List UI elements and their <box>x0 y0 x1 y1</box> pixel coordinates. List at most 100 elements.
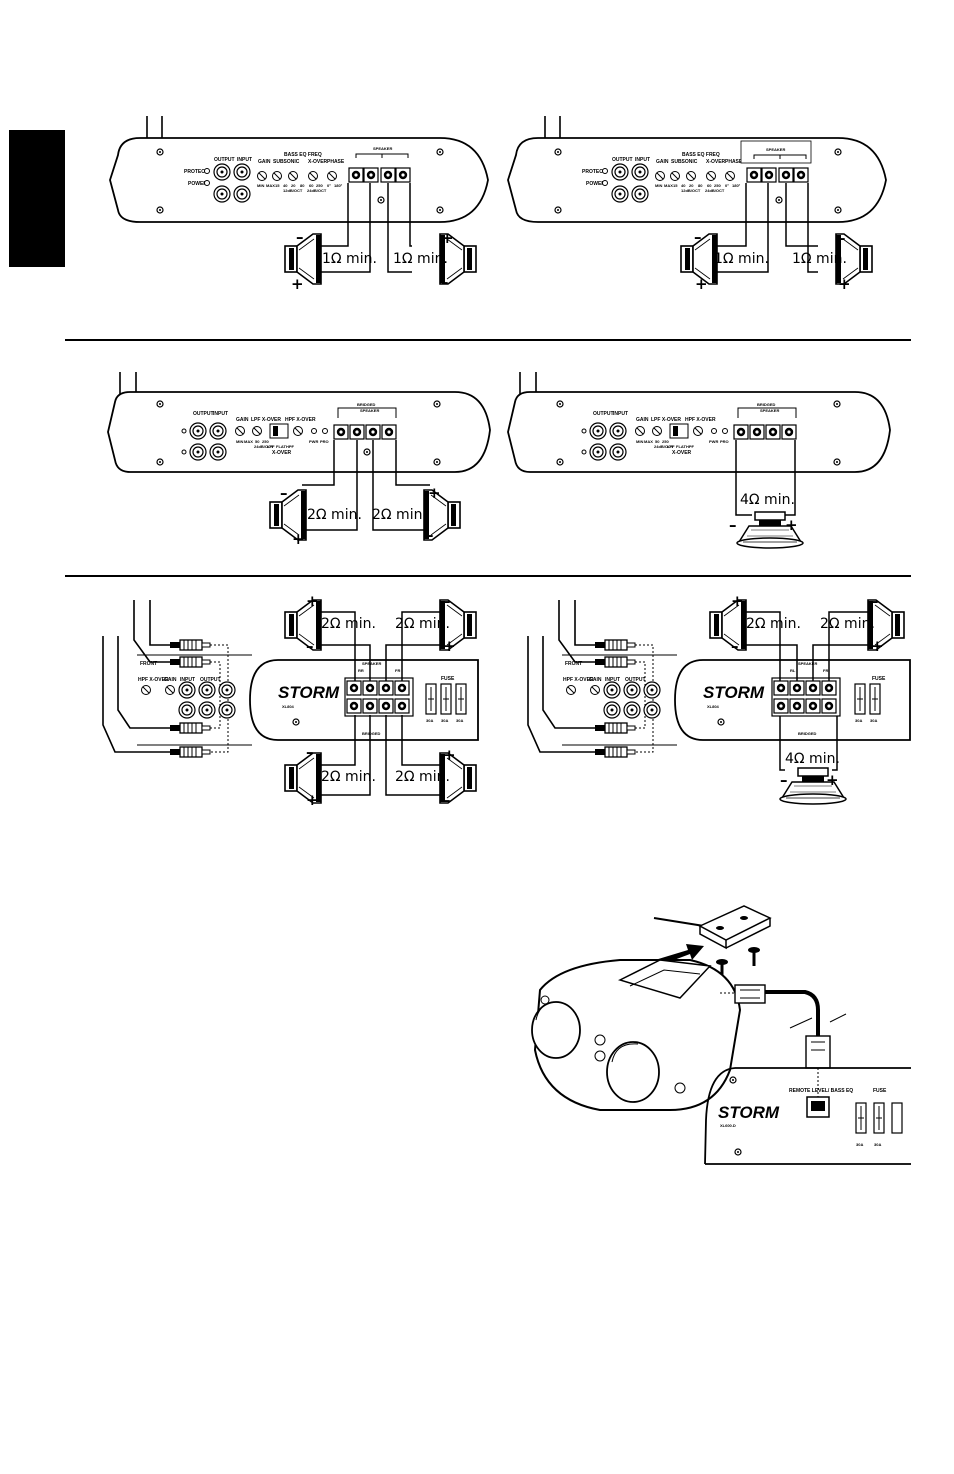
bass-eq-freq-label: BASS EQ FREQ <box>682 152 720 158</box>
tick-250: 250 <box>262 439 269 444</box>
svg-text:+: + <box>838 275 851 293</box>
tick-250: 250 <box>662 439 669 444</box>
screw-icon <box>748 947 760 966</box>
impedance-label: 4Ω min. <box>740 492 795 508</box>
xover-knob-icon <box>308 171 318 181</box>
rca-jack-icon <box>213 185 231 203</box>
slope2-label: 24dB/OCT <box>705 188 725 193</box>
gain-label: GAIN <box>164 677 177 683</box>
tick-min: MIN <box>636 439 643 444</box>
bridged-label: BRIDGED <box>362 731 381 736</box>
front-label: FRONT <box>140 661 157 667</box>
svg-text:+: + <box>441 229 454 247</box>
fuse-label: FUSE <box>873 1088 887 1094</box>
model-label: XL600.D <box>720 1123 736 1128</box>
tick-60: 60 <box>309 183 314 188</box>
tick-max: MAX <box>266 183 275 188</box>
fuse-rating: 30A <box>856 1142 863 1147</box>
svg-text:+: + <box>292 530 305 548</box>
tick-max: MAX <box>664 183 673 188</box>
slope-label: 24dB/OCT <box>254 444 274 449</box>
tick-60: 60 <box>707 183 712 188</box>
tick-min: MIN <box>236 439 243 444</box>
impedance-label: 2Ω min. <box>746 616 801 632</box>
xover-switch[interactable] <box>269 423 289 439</box>
impedance-label: 2Ω min. <box>395 616 450 632</box>
input-label: INPUT <box>605 677 620 683</box>
xover-label: X-OVER <box>672 450 692 456</box>
switch-lpf: LPF <box>267 444 275 449</box>
output-label: OUTPUT <box>612 157 633 163</box>
impedance-label: 2Ω min. <box>321 616 376 632</box>
subsonic-knob-icon <box>272 171 282 181</box>
svg-text:+: + <box>291 275 304 293</box>
svg-text:–: – <box>729 516 737 534</box>
tick-max: MAX <box>244 439 253 444</box>
model-label: XL804 <box>282 704 295 709</box>
xover-switch[interactable] <box>669 423 689 439</box>
tick-250: 250 <box>714 183 721 188</box>
bridged-label: BRIDGED <box>757 402 776 407</box>
impedance-label: 2Ω min. <box>820 616 875 632</box>
diagram-2-two-channel-bridged-pair: PROTECT POWER OUTPUT INPUT BASS EQ FREQ … <box>507 116 887 293</box>
slope2-label: 24dB/OCT <box>307 188 327 193</box>
phase-label: PHASE <box>327 159 345 165</box>
phase-label: PHASE <box>725 159 743 165</box>
speaker-label: SPEAKER <box>766 147 785 152</box>
remote-control-unit <box>531 959 742 1111</box>
pro-label: PRO <box>720 439 729 444</box>
remote-bass-eq-installation: STORM XL600.D REMOTE LEVEL/ BASS EQ FUSE… <box>531 905 911 1165</box>
tick-40: 40 <box>681 183 686 188</box>
speaker-label: SPEAKER <box>798 661 817 666</box>
rca-jack-icon <box>233 163 251 181</box>
slope-label: 12dB/OCT <box>681 188 701 193</box>
front-label: FRONT <box>565 661 582 667</box>
subsonic-label: SUBSONIC <box>671 159 698 165</box>
gain-label: GAIN <box>236 417 249 423</box>
svg-text:+: + <box>306 791 319 809</box>
input-label: INPUT <box>180 677 195 683</box>
diagram-5-four-channel: FRONT HPF X-OVER GAIN INPUT OUTPUT STORM… <box>102 592 479 809</box>
svg-text:–: – <box>694 228 702 246</box>
channel-label: FR <box>395 668 400 673</box>
pro-label: PRO <box>320 439 329 444</box>
impedance-label: 1Ω min. <box>714 251 769 267</box>
xover-label: X-OVER <box>706 159 726 165</box>
model-label: XL804 <box>707 704 720 709</box>
svg-text:–: – <box>296 228 304 246</box>
gain-label: GAIN <box>589 677 602 683</box>
svg-text:+: + <box>428 484 441 502</box>
hpf-xover-label: HPF X-OVER <box>138 677 169 683</box>
tick-40: 40 <box>283 183 288 188</box>
pwr-label: PWR <box>309 439 318 444</box>
svg-text:–: – <box>443 592 451 610</box>
fuse-label: FUSE <box>872 676 886 682</box>
channel-label: RL <box>790 668 796 673</box>
tick-min: MIN <box>655 183 662 188</box>
impedance-label: 2Ω min. <box>372 507 427 523</box>
output-label: OUTPUT <box>593 411 614 417</box>
lpf-xover-label: LPF X-OVER <box>251 417 281 423</box>
svg-text:–: – <box>306 637 314 655</box>
slope-label: 24dB/OCT <box>654 444 674 449</box>
impedance-label: 4Ω min. <box>785 751 840 767</box>
remote-port-jack[interactable] <box>806 1096 830 1118</box>
impedance-label: 2Ω min. <box>321 769 376 785</box>
svg-text:+: + <box>826 771 839 789</box>
switch-hpf: HPF <box>286 444 295 449</box>
svg-text:+: + <box>443 746 456 764</box>
switch-flat: FLAT <box>676 444 686 449</box>
svg-text:+: + <box>785 516 798 534</box>
phase-knob-icon <box>327 171 337 181</box>
fuse-icon <box>855 1102 867 1134</box>
subsonic-label: SUBSONIC <box>273 159 300 165</box>
tick-max: MAX <box>644 439 653 444</box>
switch-lpf: LPF <box>667 444 675 449</box>
fuse-icon <box>440 683 452 715</box>
svg-text:+: + <box>443 637 456 655</box>
speaker-terminal-block <box>344 677 414 717</box>
output-label: OUTPUT <box>193 411 214 417</box>
fuse-icon <box>854 683 866 715</box>
amp-chassis <box>704 1067 911 1165</box>
